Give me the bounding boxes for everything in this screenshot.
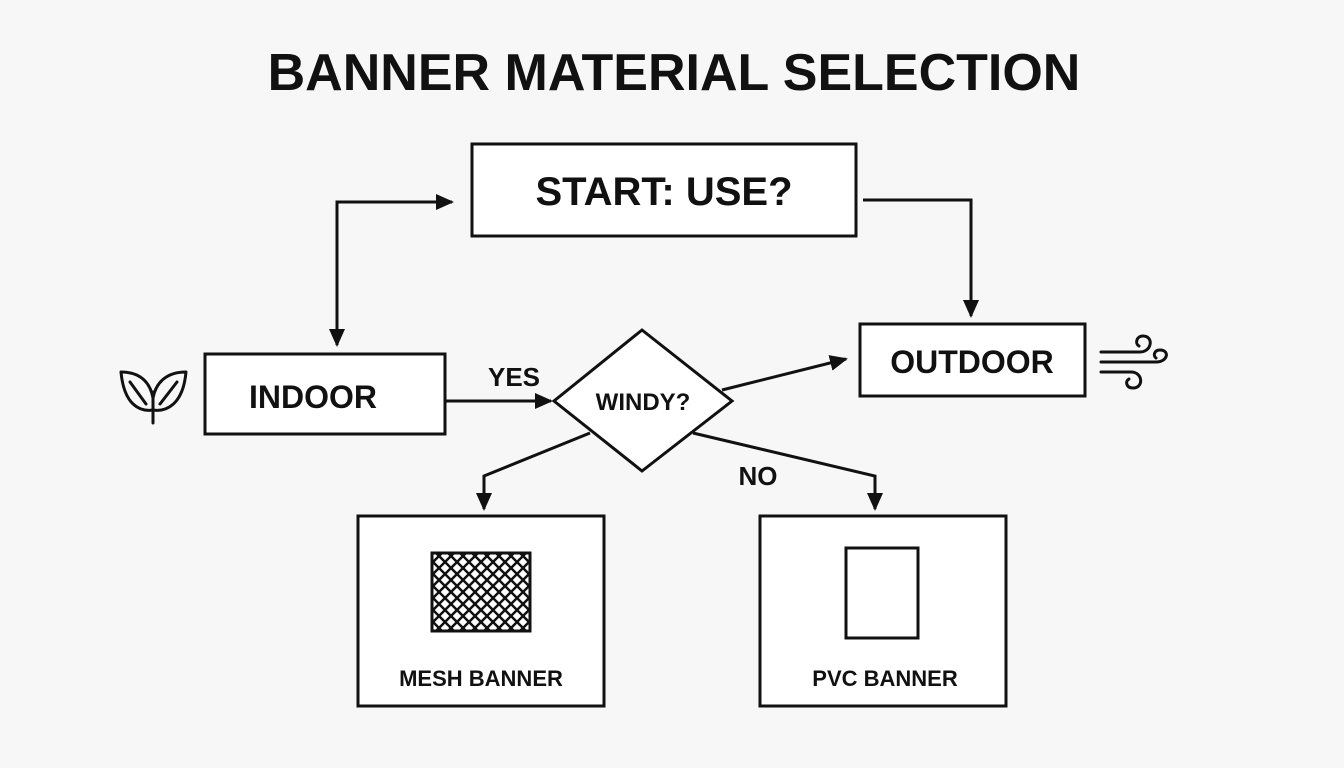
node-mesh-banner: MESH BANNER xyxy=(356,514,606,708)
solid-sheet-icon xyxy=(844,546,920,640)
node-outdoor-label: OUTDOOR xyxy=(890,344,1054,380)
diagram-title: BANNER MATERIAL SELECTION xyxy=(268,44,1081,102)
node-indoor-label: INDOOR xyxy=(249,379,377,415)
edge-label-no: NO xyxy=(739,461,778,491)
edge-label-yes: YES xyxy=(488,362,540,392)
node-mesh-banner-label: MESH BANNER xyxy=(399,666,563,691)
edge-windy-to-mesh xyxy=(476,431,591,511)
mesh-pattern-icon xyxy=(430,551,532,633)
edge-windy-to-pvc xyxy=(692,431,883,511)
node-start: START: USE? xyxy=(470,142,858,238)
edge-windy-to-outdoor xyxy=(721,355,848,392)
node-outdoor: OUTDOOR xyxy=(858,322,1087,398)
wind-icon xyxy=(1099,334,1168,390)
node-start-label: START: USE? xyxy=(535,170,792,214)
edge-loop-to-start xyxy=(335,194,454,345)
leaf-icon xyxy=(119,370,188,425)
node-pvc-banner-label: PVC BANNER xyxy=(812,666,958,691)
node-windy: WINDY? xyxy=(551,328,735,473)
node-indoor: INDOOR xyxy=(203,352,447,436)
node-pvc-banner: PVC BANNER xyxy=(758,514,1008,708)
edge-start-to-outdoor xyxy=(863,198,979,318)
node-windy-label: WINDY? xyxy=(596,389,691,416)
